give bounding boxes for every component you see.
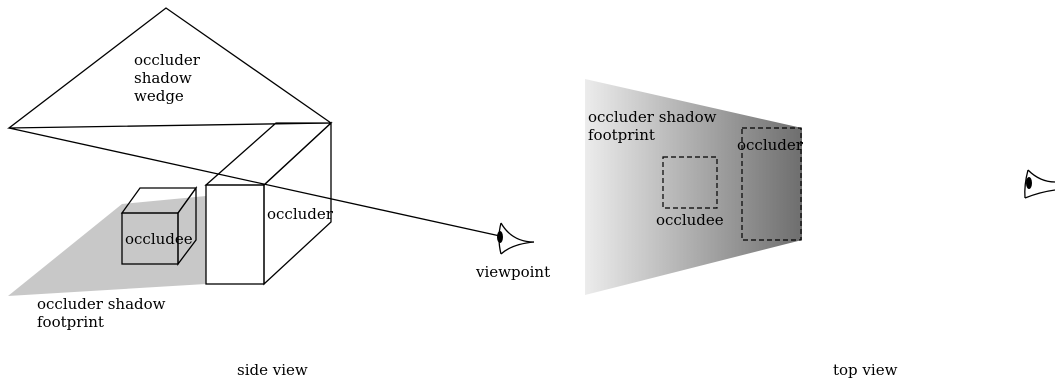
top-occludee-label: occludee xyxy=(656,211,724,229)
side-occluder-label: occluder xyxy=(267,205,334,223)
sight-line xyxy=(8,127,501,237)
side-view: occluder shadow wedge occluder occludee … xyxy=(7,7,550,379)
viewpoint-eye-icon xyxy=(497,222,535,255)
top-occluder-label: occluder xyxy=(737,136,804,154)
top-shadow-footprint xyxy=(585,79,802,295)
top-footprint-label-line1: occluder shadow xyxy=(588,108,717,126)
shadow-wedge xyxy=(7,7,332,129)
side-footprint-label-line2: footprint xyxy=(37,313,104,331)
side-footprint-label-line1: occluder shadow xyxy=(37,295,166,313)
top-viewpoint-eye-icon xyxy=(1024,169,1055,199)
top-view-caption: top view xyxy=(833,361,898,379)
top-footprint-label-line2: footprint xyxy=(588,126,655,144)
wedge-label-line1: occluder xyxy=(134,51,201,69)
occluder-box xyxy=(204,121,333,286)
viewpoint-label: viewpoint xyxy=(475,263,550,281)
top-view: occluder shadow footprint occluder occlu… xyxy=(585,79,1055,379)
occludee-box xyxy=(120,185,198,266)
side-occludee-label: occludee xyxy=(125,230,193,248)
wedge-label-line2: shadow xyxy=(134,69,192,87)
top-occludee-rect xyxy=(662,156,718,209)
wedge-label-line3: wedge xyxy=(134,87,184,105)
side-shadow-footprint xyxy=(8,196,206,296)
top-occluder-rect xyxy=(741,127,802,241)
side-view-caption: side view xyxy=(237,361,308,379)
